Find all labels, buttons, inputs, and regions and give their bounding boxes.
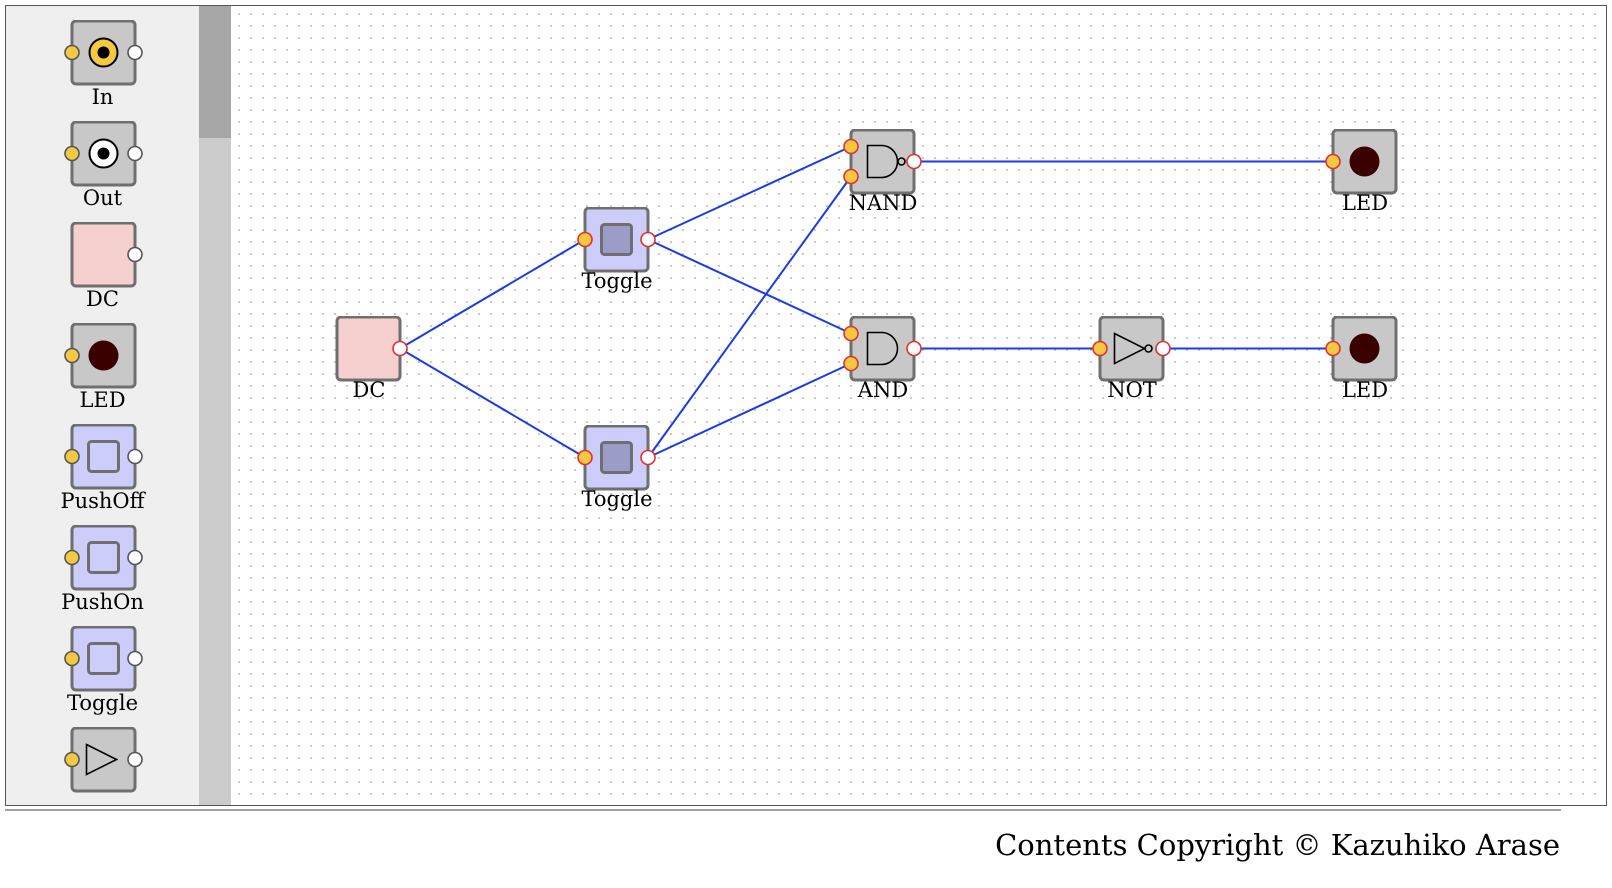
palette-item-label: PushOn: [61, 590, 144, 614]
palette-item-in[interactable]: In: [6, 20, 199, 120]
pushoff-device-icon: [64, 424, 143, 490]
device-palette: In Out DC LED PushOff PushOn Toggle: [6, 6, 199, 805]
wire-toggle1-out-to-and-in1[interactable]: [647, 238, 852, 335]
pushon-device-icon: [64, 525, 143, 591]
circuit-canvas[interactable]: DC Toggle Toggle NAND AND NOT LED LED: [231, 6, 1606, 805]
not-gate-icon: [1092, 316, 1171, 382]
palette-item-out[interactable]: Out: [6, 121, 199, 221]
buffer-device-icon: [64, 727, 143, 793]
wire-dc-out-to-toggle2-in[interactable]: [399, 347, 586, 459]
led-device-icon: [1325, 129, 1398, 195]
palette-item-dc[interactable]: DC: [6, 222, 199, 322]
led-device-icon: [1325, 316, 1398, 382]
palette-item-label: DC: [86, 287, 119, 311]
out-device-icon: [64, 121, 143, 187]
palette-item-toggle[interactable]: Toggle: [6, 626, 199, 726]
toggle-switch-1[interactable]: Toggle: [562, 207, 672, 307]
wire-layer: [399, 145, 1333, 459]
device-label: NOT: [1107, 378, 1157, 402]
dc-device-icon: [70, 222, 143, 288]
led-2[interactable]: LED: [1310, 316, 1420, 416]
wire-toggle2-out-to-and-in2[interactable]: [647, 362, 852, 459]
nand-gate-icon: [843, 129, 922, 195]
device-label: LED: [1341, 191, 1389, 215]
in-device-icon: [64, 20, 143, 86]
toggle-device-icon: [577, 425, 656, 491]
palette-item-pushoff[interactable]: PushOff: [6, 424, 199, 524]
and-gate[interactable]: AND: [828, 316, 938, 416]
and-gate-icon: [843, 316, 922, 382]
palette-item-buffer[interactable]: [6, 727, 199, 805]
device-label: LED: [1341, 378, 1389, 402]
simulator-frame: In Out DC LED PushOff PushOn Toggle: [5, 5, 1607, 806]
palette-item-led[interactable]: LED: [6, 323, 199, 423]
dc-device[interactable]: DC: [314, 316, 424, 416]
palette-item-pushon[interactable]: PushOn: [6, 525, 199, 625]
palette-item-label: In: [91, 85, 114, 109]
device-label: AND: [857, 378, 909, 402]
scrollbar-thumb[interactable]: [199, 6, 231, 138]
device-label: DC: [352, 378, 386, 402]
dc-device-icon: [335, 316, 408, 382]
footer-divider: [5, 809, 1561, 811]
wire-dc-out-to-toggle1-in[interactable]: [399, 238, 586, 350]
led-1[interactable]: LED: [1310, 129, 1420, 229]
palette-item-label: Out: [82, 186, 123, 210]
toggle-device-icon: [577, 207, 656, 273]
led-device-icon: [64, 323, 137, 389]
toggle-device-icon: [64, 626, 143, 692]
toggle-switch-2[interactable]: Toggle: [562, 425, 672, 525]
wire-toggle1-out-to-nand-in1[interactable]: [647, 145, 852, 241]
palette-item-label: Toggle: [66, 691, 139, 715]
palette-scrollbar[interactable]: [199, 6, 231, 805]
not-gate[interactable]: NOT: [1077, 316, 1187, 416]
copyright-text: Contents Copyright © Kazuhiko Arase: [995, 828, 1560, 862]
wire-toggle2-out-to-nand-in2[interactable]: [647, 175, 852, 459]
palette-item-label: LED: [79, 388, 126, 412]
device-label: NAND: [848, 191, 918, 215]
device-label: Toggle: [581, 269, 653, 293]
device-label: Toggle: [581, 487, 653, 511]
nand-gate[interactable]: NAND: [828, 129, 938, 229]
palette-item-label: PushOff: [60, 489, 145, 513]
